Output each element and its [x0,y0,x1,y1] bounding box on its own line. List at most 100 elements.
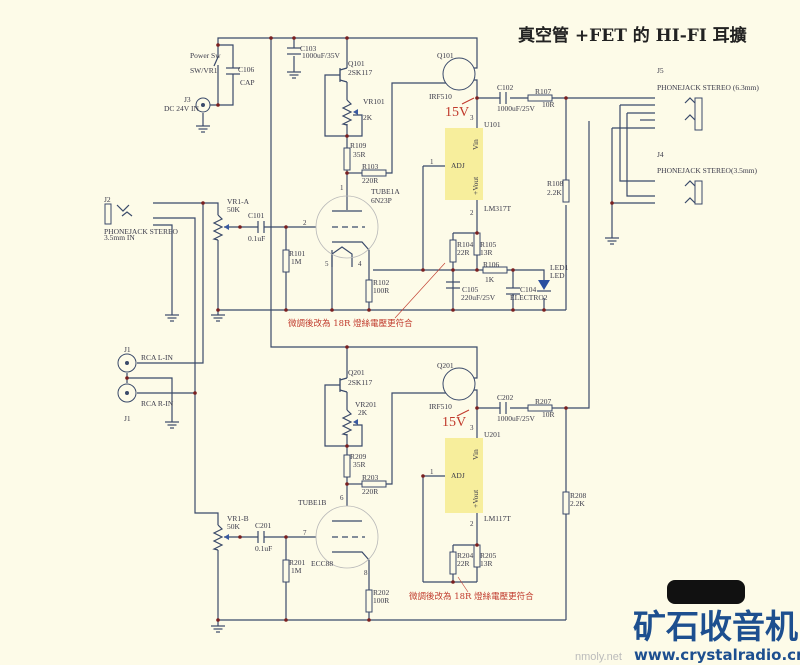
wire [153,202,219,215]
annotation-arrow [457,576,469,593]
pot-wiper-icon [353,419,358,425]
junction-dot [216,103,220,107]
junction-dot [511,308,515,312]
junction-dot [345,345,349,349]
label-q101m-v: IRF510 [429,92,452,101]
label-r201-v: 1M [291,566,302,575]
label-vr1a-v: 50K [227,205,241,214]
label-q101m: Q101 [437,51,454,60]
tube1a-envelope [315,195,379,259]
power-switch-icon [213,56,219,67]
label-c102: C102 [497,83,514,92]
wire [153,217,219,525]
label-led1-v: LED [550,271,565,280]
pin-number: 2 [303,219,307,227]
label-r203: R203 [362,473,379,482]
r204-resistor-icon [449,551,457,575]
junction-dot [475,543,479,547]
pin-number: 1 [430,158,434,166]
pin-number: 4 [358,260,362,268]
label-j3: J3 [184,95,191,104]
label-r101: R101 [289,249,306,258]
junction-dot [345,444,349,448]
label-c105: C105 [462,285,479,294]
junction-dot [238,225,242,229]
wire [507,269,545,280]
label-r103: R103 [362,162,379,171]
label-r106-v: 1K [485,275,495,284]
pin-number: 8 [364,569,368,577]
r109-resistor-icon [343,147,351,171]
junction-dot [216,43,220,47]
output-phonejack-icon [694,180,703,205]
label-c104: C104 [520,285,537,294]
label-vr201-v: 2K [358,408,368,417]
label-r102: R102 [373,278,390,287]
label-vr1a: VR1-A [227,197,250,206]
junction-dot [451,308,455,312]
label-r204: R204 [457,551,474,560]
junction-dot [475,231,479,235]
label-rca-r: RCA R-IN [141,399,174,408]
filament-note: 微調後改為 18R 燈絲電壓更符合 [409,591,534,602]
junction-dot [216,308,220,312]
u201-regulator [445,438,483,513]
annotation-arrow [456,409,470,417]
label-r104: R104 [457,240,474,249]
wire [626,113,655,197]
label-vr1b: VR1-B [227,514,249,523]
r203-resistor-icon [361,480,387,488]
junction-dot [201,201,205,205]
r207-resistor-icon [527,404,553,412]
label-adj: ADJ [451,161,465,170]
potentiometer-icon [341,99,353,126]
r202-resistor-icon [365,589,373,613]
pin-label-vout: +Vout [471,176,480,195]
potentiometer-icon [212,524,224,551]
label-r107-v: 10R [542,100,555,109]
label-j1a: J1 [124,345,131,354]
junction-dot [475,406,479,410]
pin-number: 6 [340,494,344,502]
label-u101-v: LM317T [484,204,512,213]
junction-dot [367,618,371,622]
junction-dot [269,36,273,40]
voltage-annotation: 15V [442,415,466,430]
label-j5-v: PHONEJACK STEREO (6.3mm) [657,83,759,92]
watermark-sub: nmoly.net [575,651,622,663]
label-rca-l: RCA L-IN [141,353,173,362]
r104-resistor-icon [449,239,457,263]
label-r108: R108 [547,179,564,188]
label-c103: C103 [300,44,317,53]
label-vr101-v: 2K [363,113,373,122]
junction-dot [345,134,349,138]
label-j5: J5 [657,66,664,75]
label-c202-v: 1000uF/25V [497,414,536,423]
label-r105-v: 13R [480,248,493,257]
watermark-brand: 矿石收音机 [633,607,798,646]
label-sw-vr1: SW/VR1 [190,66,218,75]
label-j1b: J1 [124,414,131,423]
label-r204-v: 22R [457,559,470,568]
pin-number: 2 [470,520,474,528]
wire [218,74,234,106]
junction-dot [511,268,515,272]
label-j2: J2 [104,195,111,204]
wire [324,384,363,447]
label-c106-v: CAP [240,78,255,87]
r209-resistor-icon [343,454,351,478]
label-tube1b: TUBE1B [298,498,326,507]
annotation-arrow [461,97,475,105]
watermark-url: www.crystalradio.cn [634,646,800,664]
label-c102-v: 1000uF/25V [497,104,536,113]
junction-dot [475,96,479,100]
junction-dot [564,406,568,410]
r208-resistor-icon [562,491,570,515]
label-r209-v: 35R [353,460,366,469]
label-c202: C202 [497,393,514,402]
label-r208: R208 [570,491,587,500]
wire [566,121,590,409]
junction-dot [125,376,129,380]
label-j4-v: PHONEJACK STEREO(3.5mm) [657,166,758,175]
